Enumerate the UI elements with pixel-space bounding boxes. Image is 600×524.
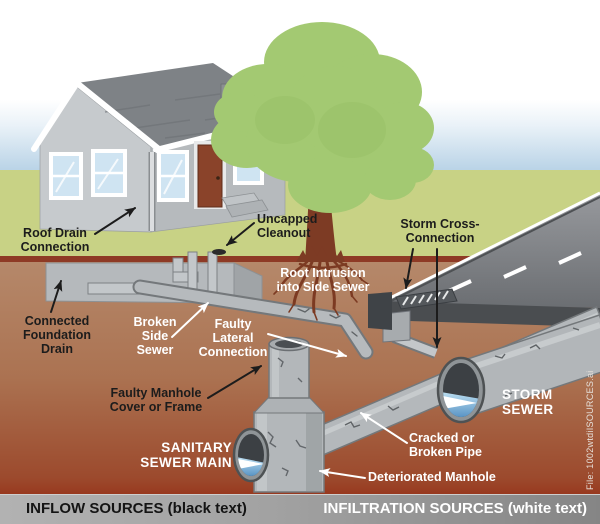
label-line: Connection bbox=[405, 231, 475, 246]
door-knob bbox=[216, 176, 220, 180]
label-line: Sewer bbox=[136, 343, 174, 358]
tree bbox=[211, 22, 434, 262]
side-sewer-pipe bbox=[132, 279, 374, 360]
label-line: Uncapped bbox=[257, 212, 318, 226]
label-storm-sewer: STORM SEWER bbox=[502, 387, 554, 418]
label-line: Cracked or bbox=[409, 431, 475, 445]
label-line: Lateral bbox=[212, 331, 254, 346]
road bbox=[376, 191, 600, 327]
faulty-lateral-arrow bbox=[267, 333, 347, 358]
pipe-cracks bbox=[344, 327, 570, 428]
pipe-cracks bbox=[297, 308, 358, 337]
infiltration-legend: INFILTRATION SOURCES (white text) bbox=[323, 500, 587, 517]
storm-grate bbox=[395, 288, 458, 310]
cleanout-cap bbox=[212, 249, 226, 255]
label-line: Connected bbox=[24, 314, 90, 328]
cracked-pipe-arrow bbox=[360, 412, 408, 444]
legend-bar: INFLOW SOURCES (black text) INFILTRATION… bbox=[0, 494, 600, 524]
label-line: STORM bbox=[502, 387, 553, 402]
label-broken-side-sewer: Broken Side Sewer bbox=[133, 315, 176, 357]
front-steps bbox=[221, 192, 269, 218]
pipe-cracks bbox=[494, 327, 580, 397]
tree-foliage bbox=[211, 22, 434, 213]
uncapped-cleanout-arrow bbox=[226, 222, 255, 246]
label-cracked-broken-pipe: Cracked or Broken Pipe bbox=[409, 431, 482, 459]
window bbox=[157, 150, 189, 202]
label-uncapped-cleanout: Uncapped Cleanout bbox=[257, 212, 317, 240]
label-line: into Side Sewer bbox=[276, 280, 370, 295]
label-line: Connection bbox=[20, 240, 90, 255]
window bbox=[49, 152, 83, 200]
label-line: Faulty Manhole bbox=[110, 386, 202, 400]
deteriorated-manhole-arrow bbox=[319, 468, 366, 479]
foundation-drain-arrow bbox=[50, 280, 63, 313]
label-line: Root Intrusion bbox=[280, 266, 366, 280]
label-line: Drain bbox=[41, 342, 73, 357]
label-line: Foundation bbox=[22, 328, 92, 343]
storm-cross-grate-arrow bbox=[403, 248, 414, 289]
label-storm-cross-connection: Storm Cross- Connection bbox=[400, 217, 479, 245]
storm-sewer-pipe bbox=[436, 314, 600, 424]
leader-arrows bbox=[50, 207, 442, 479]
curb-block bbox=[368, 292, 392, 330]
storm-sewer-opening bbox=[436, 356, 486, 424]
label-line: Cover or Frame bbox=[109, 400, 203, 415]
label-line: Roof Drain bbox=[23, 226, 87, 240]
label-line: SEWER bbox=[502, 402, 554, 418]
label-line: Side bbox=[141, 329, 169, 344]
foundation-pipes bbox=[87, 251, 218, 299]
window bbox=[91, 149, 127, 197]
label-line: Cleanout bbox=[257, 226, 311, 241]
manhole-cracks bbox=[267, 357, 307, 477]
label-line: Connection bbox=[198, 345, 268, 360]
label-line: Storm Cross- bbox=[400, 217, 480, 231]
label-faulty-lateral-connection: Faulty Lateral Connection bbox=[199, 317, 268, 359]
label-line: Deteriorated Manhole bbox=[368, 470, 496, 484]
roadbed-strip bbox=[376, 301, 600, 327]
tree-roots bbox=[273, 258, 369, 321]
label-line: SEWER MAIN bbox=[140, 455, 232, 471]
sanitary-main-opening bbox=[232, 427, 270, 483]
label-connected-foundation-drain: Connected Foundation Drain bbox=[23, 314, 91, 356]
catch-basin bbox=[368, 288, 458, 359]
label-roof-drain-connection: Roof Drain Connection bbox=[21, 226, 90, 254]
faulty-manhole-arrow bbox=[207, 365, 262, 399]
manhole bbox=[232, 336, 326, 493]
file-note: File: 1002wtdiISOURCES.ai bbox=[585, 370, 595, 490]
label-line: Broken Pipe bbox=[409, 445, 482, 460]
label-line: Faulty bbox=[214, 317, 252, 331]
label-line: Broken bbox=[133, 315, 177, 329]
broken-side-sewer-arrow bbox=[171, 302, 209, 338]
label-deteriorated-manhole: Deteriorated Manhole bbox=[368, 470, 496, 484]
label-faulty-manhole-cover: Faulty Manhole Cover or Frame bbox=[110, 386, 202, 414]
label-root-intrusion: Root Intrusion into Side Sewer bbox=[276, 266, 369, 294]
inflow-legend: INFLOW SOURCES (black text) bbox=[26, 500, 247, 517]
label-line: SANITARY bbox=[161, 440, 232, 455]
roof-drain-arrow bbox=[94, 207, 136, 235]
label-sanitary-sewer-main: SANITARY SEWER MAIN bbox=[140, 440, 232, 471]
